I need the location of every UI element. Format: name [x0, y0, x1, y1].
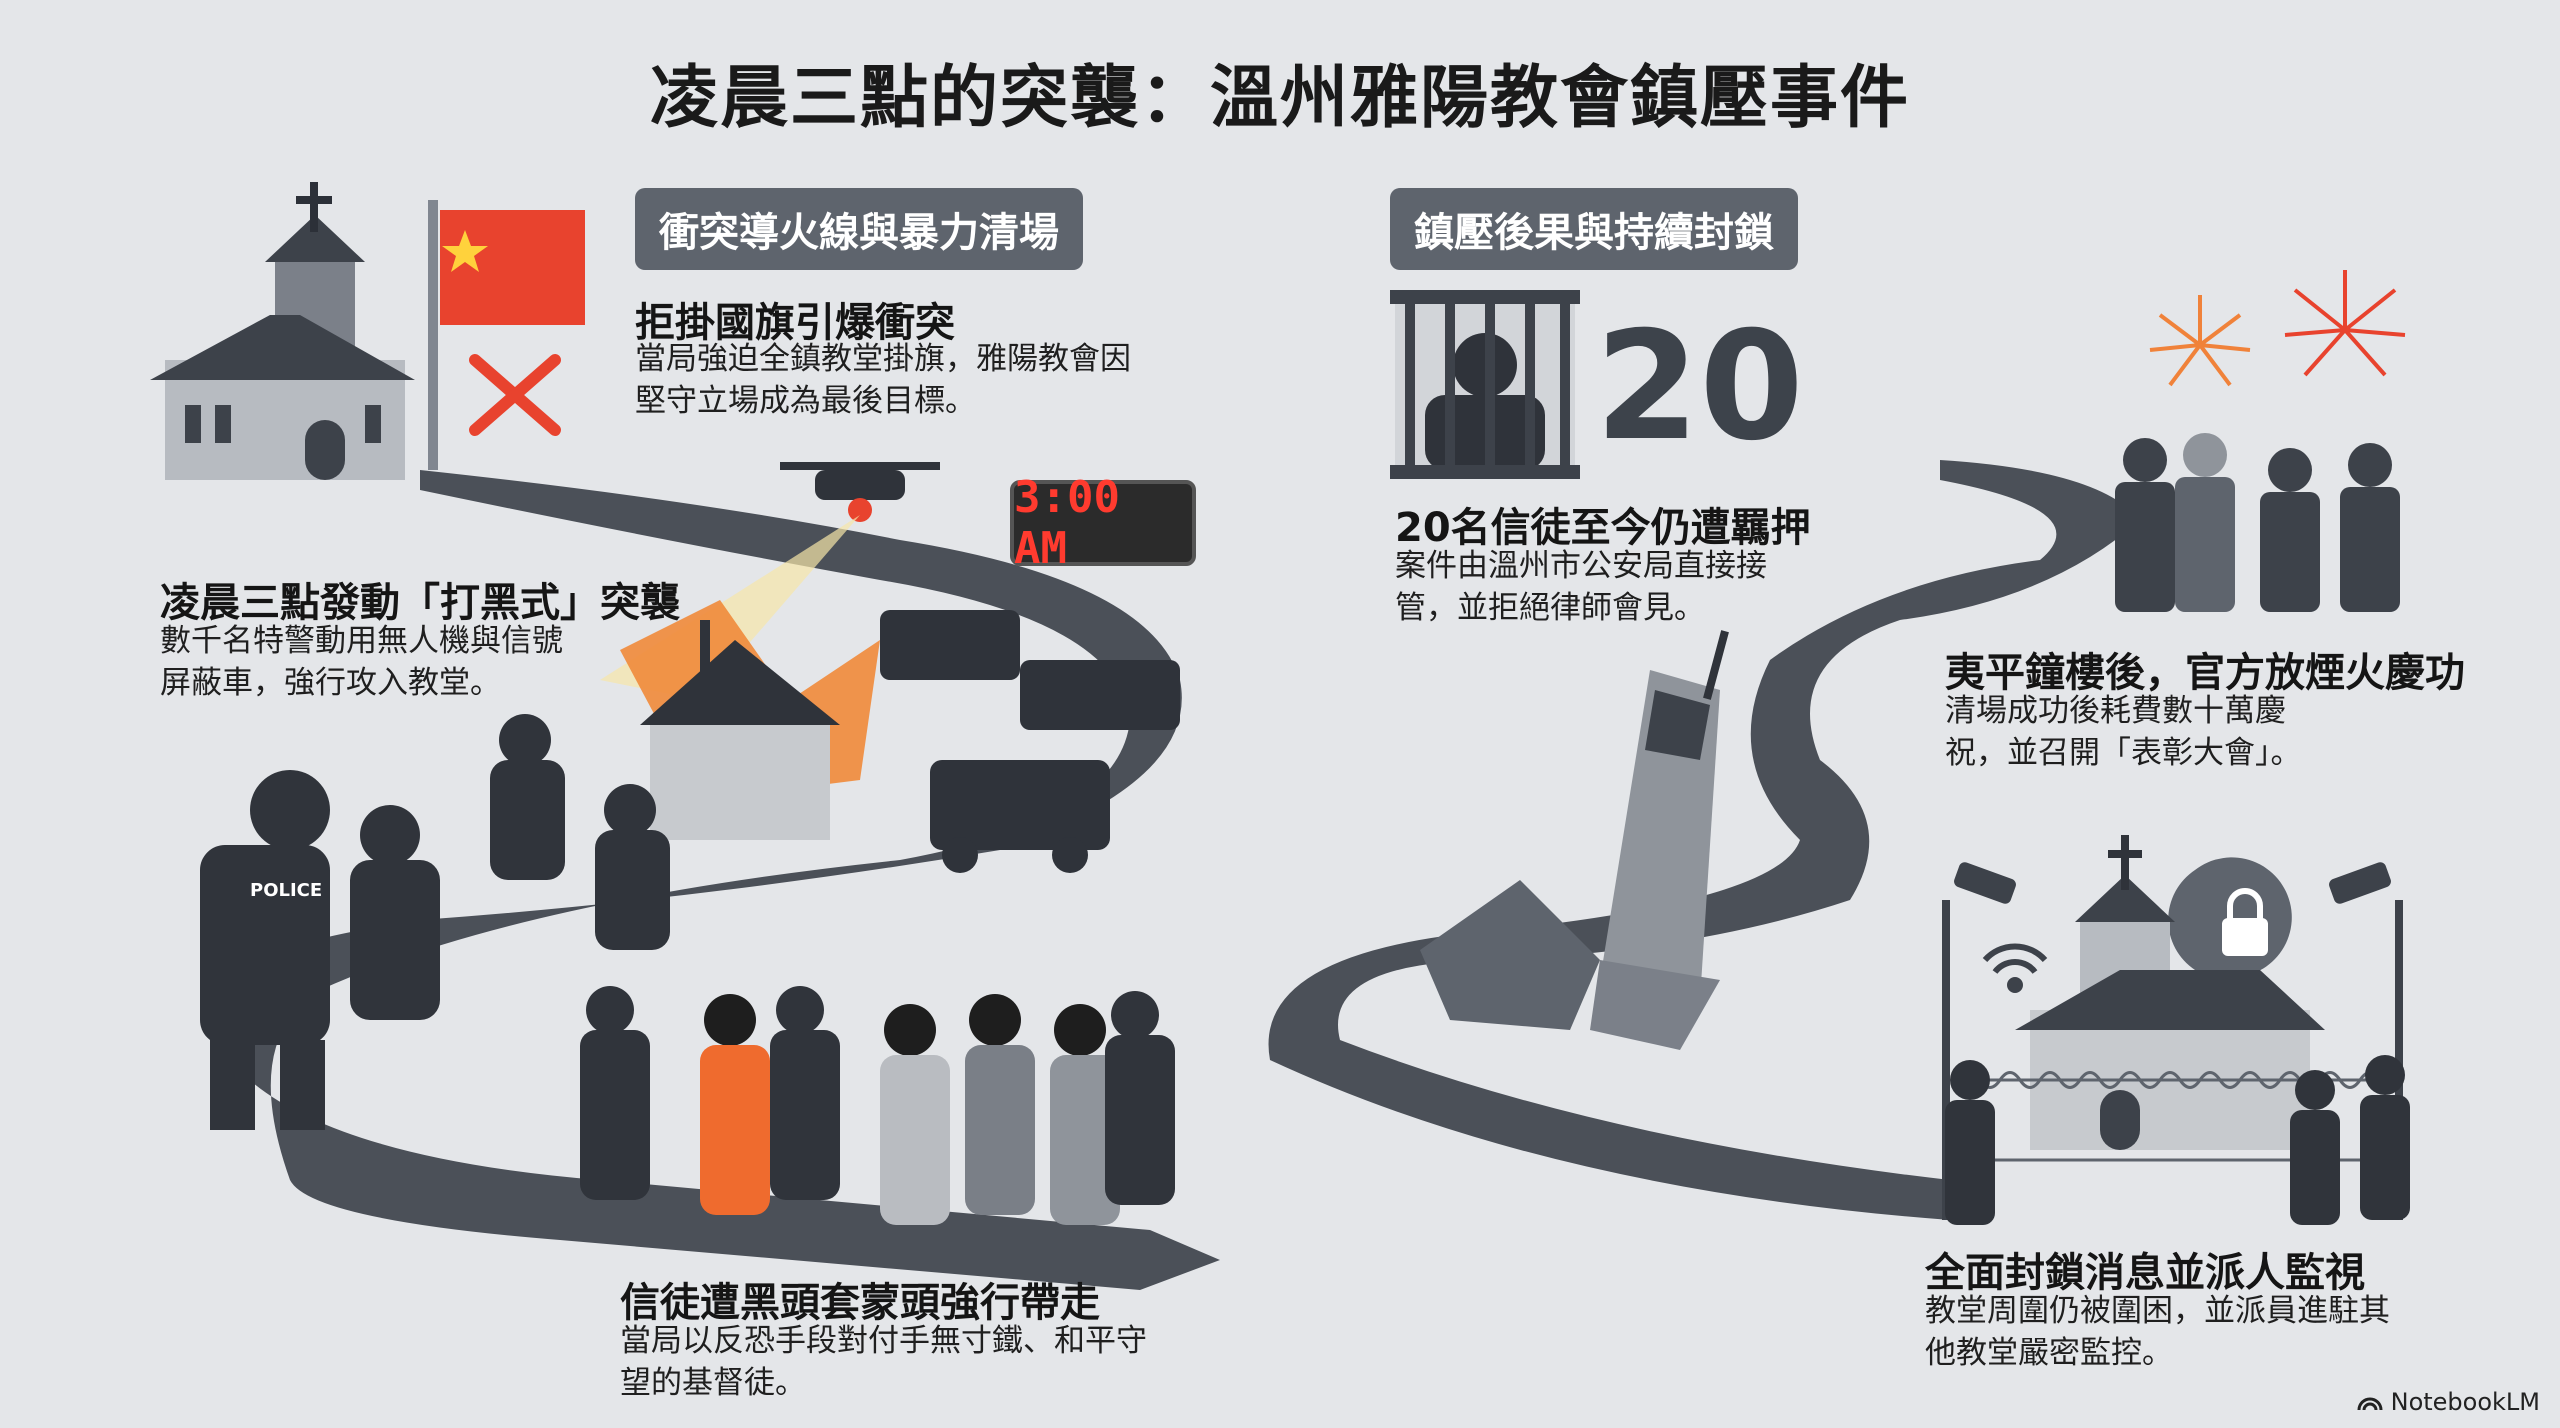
left-section-tag: 衝突導火線與暴力清場	[635, 188, 1083, 270]
police-officers-group	[200, 714, 670, 1130]
police-label: POLICE	[250, 880, 323, 901]
right-section-tag: 鎮壓後果與持續封鎖	[1390, 188, 1798, 270]
page-title: 凌晨三點的突襲：溫州雅陽教會鎮壓事件	[649, 59, 1910, 138]
wifi-icon	[1982, 943, 2048, 993]
flag-conflict-heading: 拒掛國旗引爆衝突	[635, 300, 955, 346]
police-van-icon	[880, 610, 1180, 873]
big-number-20: 20	[1595, 300, 1804, 474]
china-flag-icon	[428, 200, 585, 470]
jail-bars-icon	[1390, 290, 1580, 479]
celebration-heading: 夷平鐘樓後，官方放煙火慶功	[1945, 650, 2465, 696]
broken-bell-tower-icon	[1420, 630, 1729, 1050]
lock-bubble-icon	[2168, 857, 2292, 995]
surveillance-heading: 全面封鎖消息並派人監視	[1925, 1250, 2365, 1296]
cctv-camera-icon	[1942, 862, 2403, 1220]
hooded-detention-text: 當局以反恐手段對付手無寸鐵、和平守望的基督徒。	[620, 1323, 1147, 1401]
raid-heading: 凌晨三點發動「打黑式」突襲	[160, 580, 680, 626]
flag-conflict-text: 當局強迫全鎮教堂掛旗，雅陽教會因堅守立場成為最後目標。	[635, 341, 1131, 419]
detained-text: 案件由溫州市公安局直接接管，並拒絕律師會見。	[1395, 548, 1767, 626]
fireworks-icon	[2149, 270, 2406, 387]
clapping-officials-icon	[2115, 433, 2400, 612]
burning-church-icon	[620, 600, 880, 840]
church-icon	[150, 182, 415, 480]
surveillance-text: 教堂周圍仍被圍困，並派員進駐其他教堂嚴密監控。	[1925, 1293, 2390, 1371]
hooded-detention-heading: 信徒遭黑頭套蒙頭強行帶走	[620, 1280, 1100, 1326]
red-x-icon	[469, 354, 561, 436]
celebration-text: 清場成功後耗費數十萬慶祝，並召開「表彰大會」。	[1945, 693, 2302, 771]
guard-officers-group	[1945, 1055, 2410, 1225]
raid-text: 數千名特警動用無人機與信號屏蔽車，強行攻入教堂。	[160, 623, 563, 701]
brand-name: NotebookLM	[2390, 1388, 2540, 1416]
detained-heading: 20名信徒至今仍遭羈押	[1395, 505, 1811, 551]
notebooklm-logo-icon	[2357, 1397, 2383, 1411]
clock-display: 3:00 AM	[1010, 472, 1196, 574]
detained-believers-group	[580, 986, 1175, 1225]
brand-watermark: NotebookLM	[2357, 1388, 2540, 1416]
